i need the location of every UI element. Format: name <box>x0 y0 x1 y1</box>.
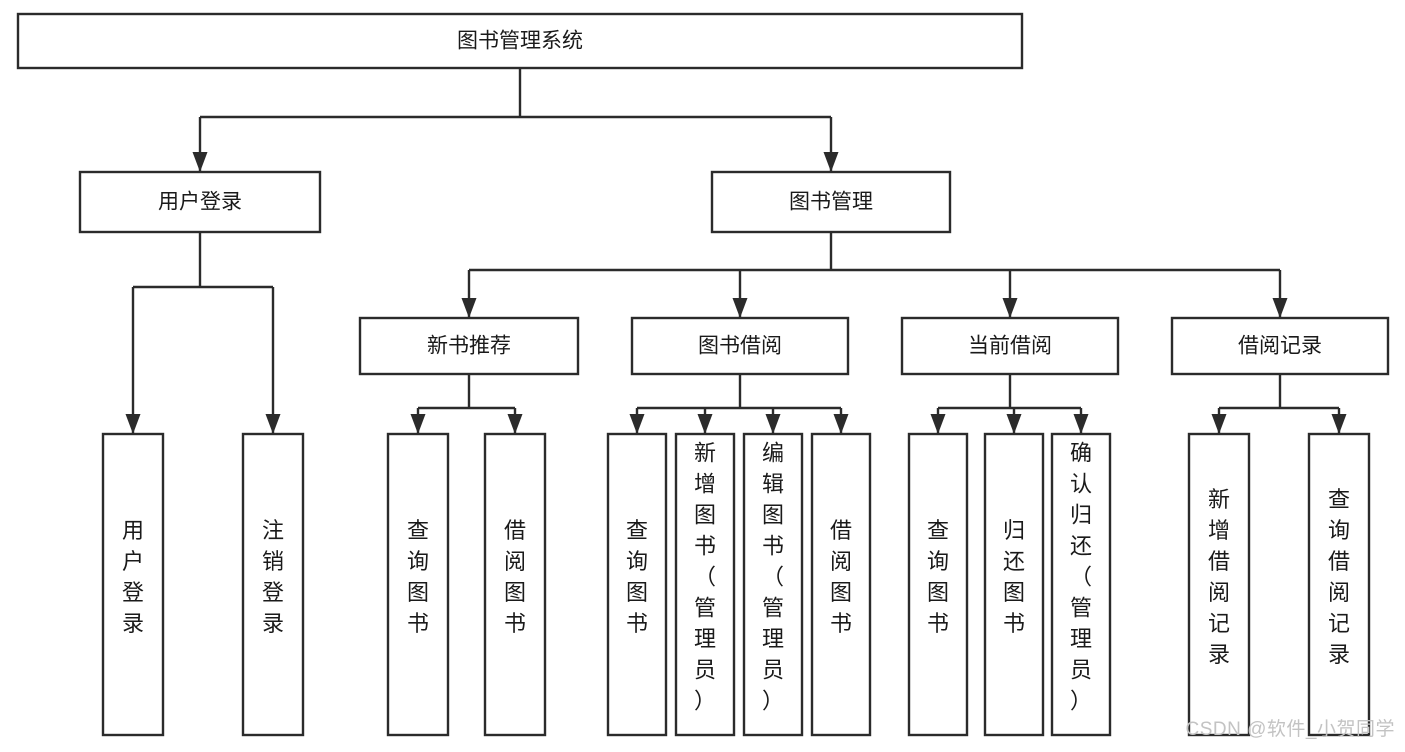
connectors-layer <box>125 68 1347 434</box>
node-box-leaf-borrow-book-2 <box>810 432 872 737</box>
node-box-new-book-recommend <box>358 316 580 376</box>
node-leaf-query-book-3[interactable]: 查询图书 <box>907 432 969 737</box>
node-leaf-return-book[interactable]: 归还图书 <box>983 432 1045 737</box>
node-box-root <box>16 12 1024 70</box>
arrow-head-leaf-user-login <box>125 414 141 434</box>
node-box-leaf-add-book-admin <box>674 432 736 737</box>
node-label-current-borrow: 当前借阅 <box>968 335 1052 358</box>
node-box-leaf-query-book-3 <box>907 432 969 737</box>
node-label-leaf-query-book-2: 查询图书 <box>626 518 648 636</box>
node-user-login[interactable]: 用户登录 <box>78 170 322 234</box>
node-label-book-borrow: 图书借阅 <box>698 335 782 358</box>
arrow-head-user-login <box>192 152 208 172</box>
node-box-leaf-user-login <box>101 432 165 737</box>
connector-user-login <box>125 232 281 434</box>
arrow-head-leaf-add-book-admin <box>697 414 713 434</box>
connector-current-borrow <box>930 374 1089 434</box>
arrow-head-leaf-query-book-3 <box>930 414 946 434</box>
arrow-head-leaf-query-borrow-record <box>1331 414 1347 434</box>
arrow-head-leaf-query-book-2 <box>629 414 645 434</box>
arrow-head-leaf-return-book <box>1006 414 1022 434</box>
node-box-leaf-logout-login <box>241 432 305 737</box>
node-book-borrow[interactable]: 图书借阅 <box>630 316 850 376</box>
node-box-book-borrow <box>630 316 850 376</box>
node-leaf-confirm-return-admin[interactable]: 确认归还（管理员） <box>1050 432 1112 737</box>
node-box-borrow-record <box>1170 316 1390 376</box>
node-box-leaf-confirm-return-admin <box>1050 432 1112 737</box>
arrow-head-new-book-recommend <box>461 298 477 318</box>
node-box-leaf-query-borrow-record <box>1307 432 1371 737</box>
node-box-leaf-query-book-1 <box>386 432 450 737</box>
node-label-leaf-confirm-return-admin: 确认归还（管理员） <box>1070 441 1092 714</box>
connector-new-book-recommend <box>410 374 523 434</box>
node-leaf-borrow-book-1[interactable]: 借阅图书 <box>483 432 547 737</box>
node-leaf-logout-login[interactable]: 注销登录 <box>241 432 305 737</box>
connector-book-manage <box>461 232 1288 318</box>
node-label-leaf-query-book-3: 查询图书 <box>927 518 949 636</box>
arrow-head-leaf-borrow-book-2 <box>833 414 849 434</box>
csdn-watermark: CSDN @软件_小贺同学 <box>1185 719 1395 740</box>
arrow-head-leaf-edit-book-admin <box>765 414 781 434</box>
node-box-leaf-borrow-book-1 <box>483 432 547 737</box>
node-label-leaf-borrow-book-2: 借阅图书 <box>830 518 852 636</box>
nodes-layer: 图书管理系统用户登录图书管理新书推荐图书借阅当前借阅借阅记录用户登录注销登录查询… <box>16 12 1390 737</box>
arrow-head-current-borrow <box>1002 298 1018 318</box>
node-label-leaf-query-book-1: 查询图书 <box>407 518 429 636</box>
node-box-user-login <box>78 170 322 234</box>
node-label-leaf-add-borrow-record: 新增借阅记录 <box>1208 487 1230 667</box>
node-label-leaf-add-book-admin: 新增图书（管理员） <box>694 441 716 714</box>
node-leaf-query-borrow-record[interactable]: 查询借阅记录 <box>1307 432 1371 737</box>
arrow-head-borrow-record <box>1272 298 1288 318</box>
node-label-leaf-query-borrow-record: 查询借阅记录 <box>1328 487 1350 667</box>
node-box-book-manage <box>710 170 952 234</box>
node-label-book-manage: 图书管理 <box>789 191 873 214</box>
arrow-head-book-manage <box>823 152 839 172</box>
node-current-borrow[interactable]: 当前借阅 <box>900 316 1120 376</box>
arrow-head-leaf-add-borrow-record <box>1211 414 1227 434</box>
node-label-leaf-user-login: 用户登录 <box>122 518 144 636</box>
node-leaf-add-borrow-record[interactable]: 新增借阅记录 <box>1187 432 1251 737</box>
node-label-root: 图书管理系统 <box>457 30 583 53</box>
arrow-head-leaf-query-book-1 <box>410 414 426 434</box>
node-label-new-book-recommend: 新书推荐 <box>427 335 511 358</box>
node-label-leaf-logout-login: 注销登录 <box>262 518 284 636</box>
arrow-head-book-borrow <box>732 298 748 318</box>
node-label-user-login: 用户登录 <box>158 191 242 214</box>
node-label-borrow-record: 借阅记录 <box>1238 335 1322 358</box>
arrow-head-leaf-borrow-book-1 <box>507 414 523 434</box>
arrow-head-leaf-confirm-return-admin <box>1073 414 1089 434</box>
connector-book-borrow <box>629 374 849 434</box>
node-book-manage[interactable]: 图书管理 <box>710 170 952 234</box>
node-label-leaf-edit-book-admin: 编辑图书（管理员） <box>762 441 784 714</box>
node-leaf-borrow-book-2[interactable]: 借阅图书 <box>810 432 872 737</box>
node-box-leaf-add-borrow-record <box>1187 432 1251 737</box>
node-box-leaf-edit-book-admin <box>742 432 804 737</box>
node-leaf-add-book-admin[interactable]: 新增图书（管理员） <box>674 432 736 737</box>
node-leaf-query-book-2[interactable]: 查询图书 <box>606 432 668 737</box>
node-box-current-borrow <box>900 316 1120 376</box>
node-borrow-record[interactable]: 借阅记录 <box>1170 316 1390 376</box>
node-leaf-edit-book-admin[interactable]: 编辑图书（管理员） <box>742 432 804 737</box>
node-box-leaf-query-book-2 <box>606 432 668 737</box>
node-label-leaf-return-book: 归还图书 <box>1003 518 1025 636</box>
connector-borrow-record <box>1211 374 1347 434</box>
node-leaf-query-book-1[interactable]: 查询图书 <box>386 432 450 737</box>
node-leaf-user-login[interactable]: 用户登录 <box>101 432 165 737</box>
arrow-head-leaf-logout-login <box>265 414 281 434</box>
node-new-book-recommend[interactable]: 新书推荐 <box>358 316 580 376</box>
node-box-leaf-return-book <box>983 432 1045 737</box>
node-label-leaf-borrow-book-1: 借阅图书 <box>504 518 526 636</box>
node-root[interactable]: 图书管理系统 <box>16 12 1024 70</box>
connector-root <box>192 68 839 172</box>
